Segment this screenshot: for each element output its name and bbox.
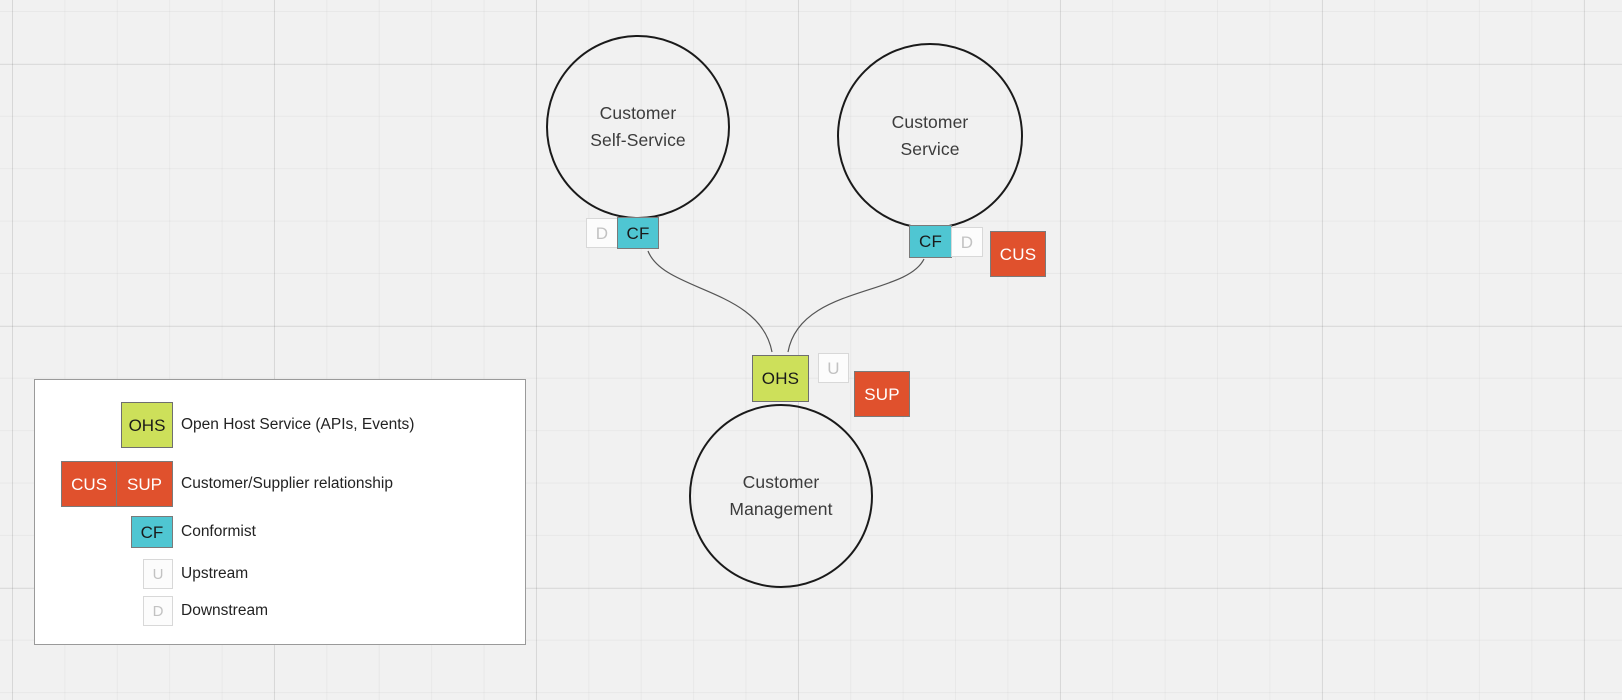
- legend-description: Conformist: [181, 523, 256, 540]
- legend-description: Upstream: [181, 565, 249, 582]
- badge-self-service-conformist[interactable]: CF: [617, 217, 659, 249]
- badge-service-customer[interactable]: CUS: [990, 231, 1046, 277]
- badge-self-service-downstream[interactable]: D: [586, 218, 618, 248]
- badge-service-downstream[interactable]: D: [951, 227, 983, 257]
- edge-self-service-to-management: [647, 250, 773, 353]
- context-label: Customer Management: [729, 471, 833, 519]
- context-label: Customer Service: [891, 111, 969, 159]
- badge-service-conformist[interactable]: CF: [909, 225, 952, 258]
- badge-management-upstream[interactable]: U: [818, 353, 849, 383]
- badge-management-supplier[interactable]: SUP: [854, 371, 910, 417]
- context-customer-management[interactable]: Customer Management: [689, 404, 873, 588]
- legend-panel: OHS Open Host Service (APIs, Events) CUS…: [34, 379, 526, 645]
- legend-swatch-cus: CUS: [60, 461, 118, 507]
- legend-row-conformist: CF Conformist: [35, 516, 523, 548]
- legend-description: Downstream: [181, 602, 268, 619]
- legend-swatch-group: CF: [35, 516, 173, 548]
- legend-swatch-group: OHS: [35, 402, 173, 448]
- legend-swatch-ohs: OHS: [121, 402, 173, 448]
- badge-management-open-host-service[interactable]: OHS: [752, 355, 809, 402]
- edge-service-to-management: [787, 258, 925, 353]
- legend-swatch-cf: CF: [131, 516, 173, 548]
- legend-swatch-sup: SUP: [116, 461, 173, 507]
- legend-description: Open Host Service (APIs, Events): [181, 416, 415, 433]
- legend-swatch-d: D: [143, 596, 173, 626]
- legend-description: Customer/Supplier relationship: [181, 475, 393, 492]
- legend-row-downstream: D Downstream: [35, 596, 523, 626]
- legend-row-ohs: OHS Open Host Service (APIs, Events): [35, 402, 523, 448]
- legend-swatch-group: D: [35, 596, 173, 626]
- context-customer-service[interactable]: Customer Service: [837, 43, 1023, 229]
- context-customer-self-service[interactable]: Customer Self-Service: [546, 35, 730, 219]
- context-label: Customer Self-Service: [590, 102, 686, 150]
- legend-swatch-u: U: [143, 559, 173, 589]
- legend-row-upstream: U Upstream: [35, 559, 523, 589]
- legend-swatch-group: U: [35, 559, 173, 589]
